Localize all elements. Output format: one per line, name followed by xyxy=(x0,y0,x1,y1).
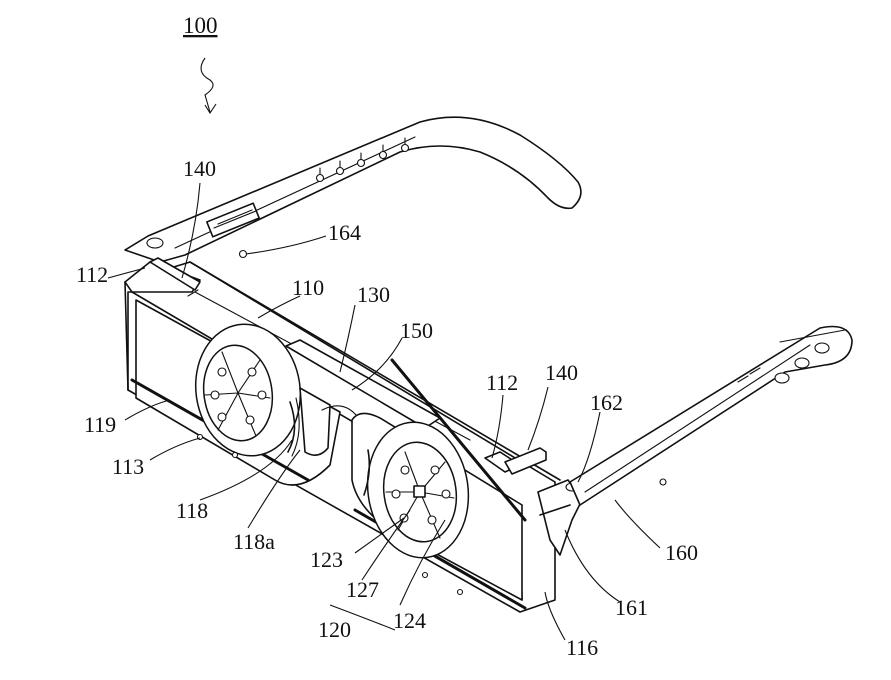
label-140-left: 140 xyxy=(183,156,216,181)
label-162: 162 xyxy=(590,390,623,415)
near-arm-holes xyxy=(774,342,830,384)
label-123: 123 xyxy=(310,547,343,572)
leader-lines xyxy=(107,57,661,641)
label-161: 161 xyxy=(615,595,648,620)
label-113: 113 xyxy=(112,454,144,479)
label-120: 120 xyxy=(318,617,351,642)
right-shutter-blades xyxy=(385,451,455,539)
label-124: 124 xyxy=(393,608,426,633)
label-116: 116 xyxy=(566,635,598,660)
label-118a: 118a xyxy=(233,529,275,554)
label-112-left: 112 xyxy=(76,262,108,287)
label-130: 130 xyxy=(357,282,390,307)
left-lens-panel xyxy=(130,299,341,486)
slider-140-right xyxy=(484,447,547,475)
right-lens-panel xyxy=(351,358,527,610)
label-150: 150 xyxy=(400,318,433,343)
reference-labels: 100 140 164 112 110 130 150 112 140 162 … xyxy=(76,13,698,660)
near-temple-arm-160 xyxy=(537,325,853,556)
label-160: 160 xyxy=(665,540,698,565)
label-164: 164 xyxy=(328,220,361,245)
label-112-right: 112 xyxy=(486,370,518,395)
label-110: 110 xyxy=(292,275,324,300)
far-arm-sensor-dots xyxy=(315,137,410,183)
label-100: 100 xyxy=(183,13,218,38)
label-118: 118 xyxy=(176,498,208,523)
label-119: 119 xyxy=(84,412,116,437)
label-140-right: 140 xyxy=(545,360,578,385)
left-shutter-blades xyxy=(204,351,271,437)
far-temple-arm xyxy=(124,116,582,263)
label-127: 127 xyxy=(346,577,379,602)
